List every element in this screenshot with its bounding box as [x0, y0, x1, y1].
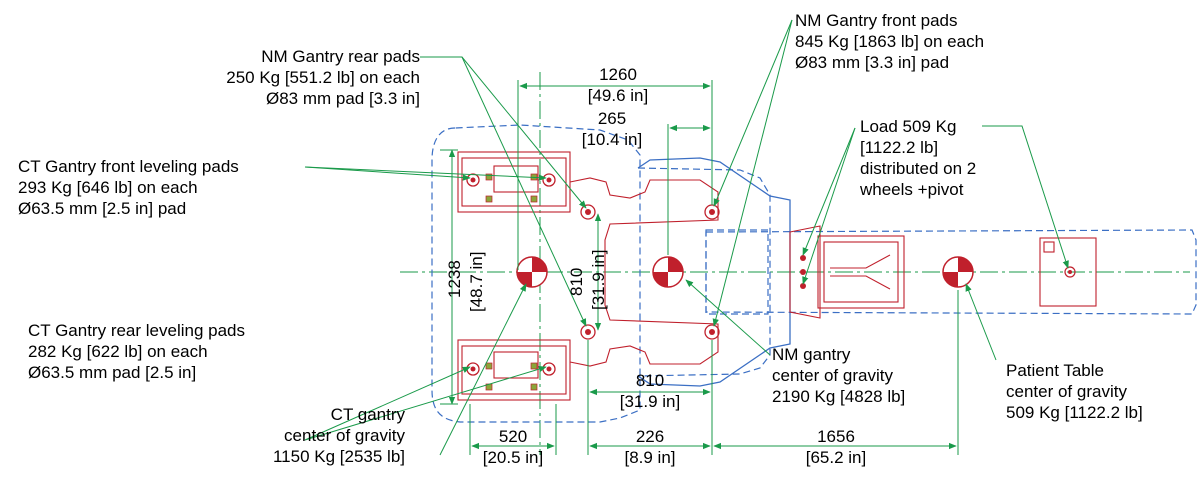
callout-ct-front-pads: CT Gantry front leveling pads 293 Kg [64… [18, 157, 239, 218]
callout-ct-cog: CT gantry center of gravity 1150 Kg [253… [272, 405, 405, 466]
equipment-outline [431, 124, 1197, 423]
dim-226: 226 [8.9 in] [624, 427, 676, 467]
callout-table-cog: Patient Table center of gravity 509 Kg [… [1006, 361, 1143, 422]
dim-1238-in: [48.7 in] [467, 251, 486, 313]
ct-gantry-base [457, 151, 719, 401]
nm-rear-pad-bottom [580, 324, 596, 340]
table-cog-icon [942, 256, 974, 288]
nm-front-pad-bottom [704, 324, 720, 340]
dim-810-vertical: 810 [567, 267, 586, 296]
callout-ct-rear-pads: CT Gantry rear leveling pads 282 Kg [622… [28, 321, 246, 382]
callout-nm-cog: NM gantry center of gravity 2190 Kg [482… [772, 345, 906, 406]
nm-cog-icon [652, 256, 684, 288]
dim-520: 520 [20.5 in] [482, 427, 544, 467]
leader-lines [304, 19, 1069, 456]
dim-1656: 1656 [65.2 in] [805, 427, 867, 467]
dim-1238: 1238 [445, 260, 464, 298]
dim-265: 265 [10.4 in] [581, 109, 643, 149]
ct-rear-pad-left [466, 362, 480, 376]
callout-nm-rear-pads: NM Gantry rear pads 250 Kg [551.2 lb] on… [226, 47, 420, 108]
patient-table [789, 225, 1097, 319]
ct-rear-pad-right [542, 362, 556, 376]
dim-810-vertical-in: [31.9 in] [589, 249, 608, 311]
callout-nm-front-pads: NM Gantry front pads 845 Kg [1863 lb] on… [795, 11, 985, 72]
ct-front-pad-left [466, 173, 480, 187]
dimension-lines [440, 80, 959, 455]
dim-810-horizontal: 810 [31.9 in] [619, 371, 681, 411]
ct-front-pad-right [542, 173, 556, 187]
ct-cog-icon [516, 256, 548, 288]
callout-load: Load 509 Kg [1122.2 lb] distributed on 2… [860, 117, 977, 199]
nm-rear-pad-top [580, 204, 596, 220]
nm-front-pad-top [704, 204, 720, 220]
dim-1260: 1260 [49.6 in] [587, 65, 649, 105]
